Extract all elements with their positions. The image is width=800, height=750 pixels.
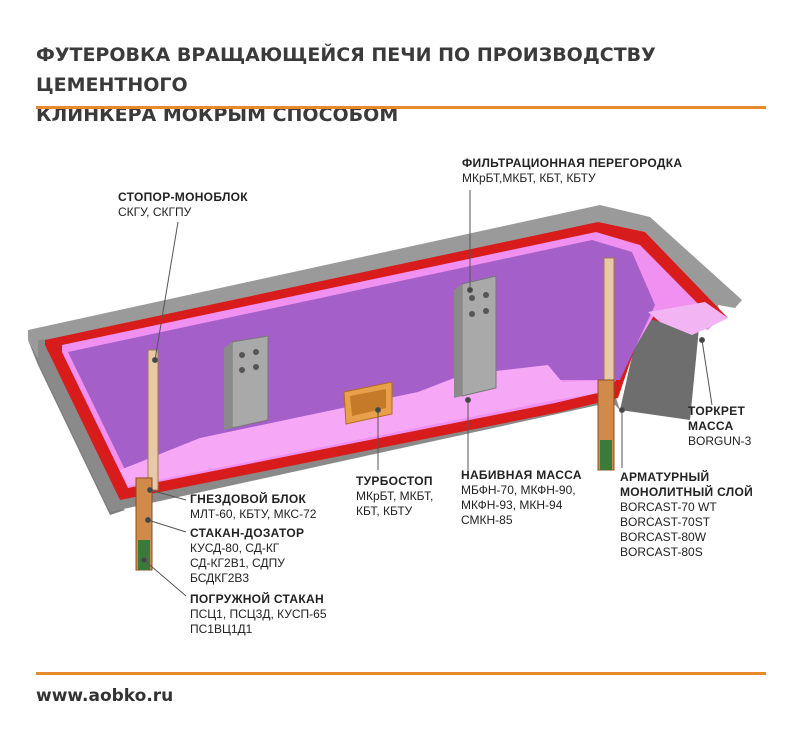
label-stopper-monoblock: СТОПОР-МОНОБЛОК СКГУ, СКГПУ [118, 190, 248, 219]
partition-left [231, 335, 269, 429]
title-line-1: ФУТЕРОВКА ВРАЩАЮЩЕЙСЯ ПЕЧИ ПО ПРОИЗВОДСТ… [36, 44, 656, 96]
label-submerged-nozzle: ПОГРУЖНОЙ СТАКАН ПСЦ1, ПСЦ3Д, КУСП-65 ПС… [190, 592, 327, 636]
footer-url[interactable]: www.aobko.ru [36, 686, 174, 706]
stopper-rod-right [603, 257, 615, 387]
inner-back-wall [68, 240, 655, 480]
partition-right-side [454, 284, 462, 398]
label-filtration-partition: ФИЛЬТРАЦИОННАЯ ПЕРЕГОРОДКА МКрБТ,МКБТ, К… [462, 156, 683, 185]
footer-divider [36, 672, 766, 675]
outer-shell-side [620, 318, 700, 420]
inner-floor [120, 365, 612, 486]
leader-lines [141, 190, 713, 597]
label-well-block: ГНЕЗДОВОЙ БЛОК МЛТ-60, КБТУ, МКС-72 [190, 492, 317, 521]
label-monolithic-layer: АРМАТУРНЫЙ МОНОЛИТНЫЙ СЛОЙ BORCAST-70 WT… [620, 470, 754, 559]
right-chamber [648, 302, 728, 335]
title-line-2: КЛИНКЕРА МОКРЫМ СПОСОБОМ [36, 104, 399, 126]
partition-right [461, 275, 497, 397]
label-turbostop: ТУРБОСТОП МКрБТ, МКБТ, КБТ, КБТУ [356, 474, 434, 518]
label-metering-nozzle: СТАКАН-ДОЗАТОР КУСД-80, СД-КГ СД-КГ2В1, … [190, 526, 305, 585]
label-rammed-mass: НАБИВНАЯ МАССА МБФН-70, МКФН-90, МКФН-93… [461, 468, 582, 527]
stopper-rod-left [147, 349, 159, 491]
page-title: ФУТЕРОВКА ВРАЩАЮЩЕЙСЯ ПЕЧИ ПО ПРОИЗВОДСТ… [36, 40, 776, 130]
partition-left-side [224, 342, 232, 430]
title-divider [36, 106, 766, 109]
label-torkret-mass: ТОРКРЕТ МАССА BORGUN-3 [688, 404, 752, 448]
